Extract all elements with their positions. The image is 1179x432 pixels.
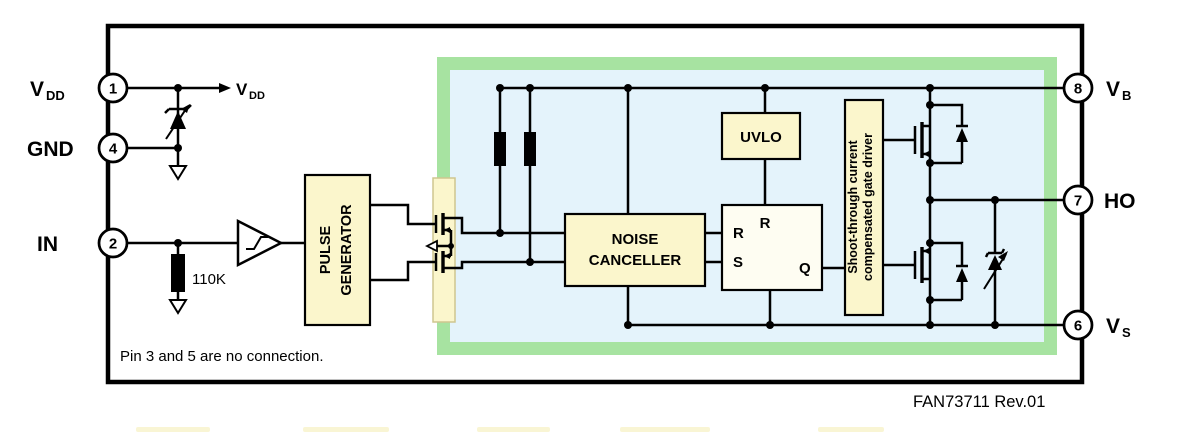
pin-label-vdd: V: [30, 78, 44, 101]
wire-nc-to-latch: [705, 231, 722, 264]
gate-driver-label-line1: Shoot-through current: [846, 140, 860, 274]
mosfet-arrow-icon: [444, 253, 450, 259]
mosfet-arrow-icon: [444, 227, 450, 233]
wire-body-diode-top: [930, 103, 964, 165]
junction-dot: [926, 296, 934, 304]
rs-latch-block: [720, 203, 824, 292]
junction-dot: [766, 321, 774, 329]
pin-label-gnd: GND: [27, 138, 74, 161]
symbols: [164, 83, 1008, 315]
junction-dot: [496, 84, 504, 92]
footer-text: FAN73711 Rev.01: [913, 393, 1045, 411]
junction-dot: [496, 229, 504, 237]
pin-number-7: 7: [1074, 193, 1082, 210]
highlight-artifact: [303, 427, 389, 432]
ground-icon: [168, 299, 188, 315]
uvlo-label: UVLO: [740, 129, 782, 146]
noise-canceller-block: [563, 212, 707, 288]
pin-label-vs: V: [1106, 315, 1120, 338]
junction-dot: [926, 101, 934, 109]
output-zener-icon: [983, 248, 1008, 290]
pin-circle-1: [97, 72, 129, 104]
pin-number-6: 6: [1074, 318, 1082, 335]
wire-body-diode-bottom: [930, 241, 964, 302]
highlight-artifact: [818, 427, 884, 432]
wire-level-shift-signals: [443, 216, 565, 270]
pin-label-vb: V: [1106, 78, 1120, 101]
com-arrow-icon: [424, 239, 438, 253]
highlight-artifact: [477, 427, 550, 432]
pulse-generator-block: [303, 173, 372, 327]
vdd-internal-label-sub: DD: [249, 90, 265, 102]
latch-reset-r-label: R: [760, 215, 771, 232]
pulse-generator-label-line1: PULSE: [318, 226, 334, 275]
junction-dot: [448, 243, 454, 249]
schmitt-trigger-icon: [236, 218, 284, 268]
resistor-icon: [171, 254, 185, 292]
junction-dot: [926, 321, 934, 329]
pin-label-in: IN: [37, 233, 58, 256]
vdd-arrow-icon: [219, 83, 231, 93]
junction-dot: [624, 84, 632, 92]
pin-circle-4: [97, 132, 129, 164]
junction-dot: [174, 144, 182, 152]
pin-label-ho: HO: [1104, 190, 1136, 213]
pin-number-2: 2: [109, 236, 117, 253]
mosfet-arrow-icon: [923, 151, 929, 157]
pin-number-1: 1: [109, 81, 117, 98]
vdd-internal-label: V: [236, 80, 248, 99]
clamp-zener-icon: [164, 104, 192, 140]
pin-circle-7: [1062, 184, 1094, 216]
pin-circle-6: [1062, 309, 1094, 341]
ground-icon: [168, 165, 188, 181]
gate-driver-block: [843, 98, 885, 317]
junction-dot: [926, 239, 934, 247]
junction-dot: [926, 196, 934, 204]
wire-resistor-branches: [498, 88, 532, 262]
mosfet-arrow-icon: [923, 248, 929, 254]
pin-number-8: 8: [1074, 81, 1082, 98]
resistor-icon: [524, 132, 536, 166]
latch-input-r-label: R: [733, 225, 744, 242]
pin-circle-8: [1062, 72, 1094, 104]
noise-canceller-label-line2: CANCELLER: [589, 252, 682, 269]
body-diode-icon: [956, 124, 968, 142]
body-diode-icon: [956, 264, 968, 282]
pin-label-vs-sub: S: [1122, 325, 1131, 340]
noise-canceller-label-line1: NOISE: [612, 231, 659, 248]
pin-circle-2: [97, 227, 129, 259]
function-blocks: PULSE GENERATOR UVLO NOISE CANCELLER R S…: [303, 98, 885, 327]
junction-dots: [174, 84, 999, 329]
pulse-generator-label-line2: GENERATOR: [339, 204, 355, 296]
pins: 1 4 2 8 7 6 V DD GND IN V B HO V S: [27, 72, 1136, 341]
junction-dot: [624, 321, 632, 329]
latch-output-q-label: Q: [799, 260, 811, 277]
wire-pulsegen-outputs: [370, 203, 436, 282]
uvlo-block: [720, 111, 802, 161]
pin-number-4: 4: [109, 141, 118, 158]
pin-label-vb-sub: B: [1122, 88, 1131, 103]
latch-input-s-label: S: [733, 254, 743, 271]
wire-driver-gates: [883, 138, 915, 267]
junction-dot: [526, 258, 534, 266]
highlight-artifacts: [136, 427, 884, 432]
junction-dot: [174, 84, 182, 92]
resistor-value-label: 110K: [192, 271, 226, 288]
junction-dot: [526, 84, 534, 92]
junction-dot: [174, 239, 182, 247]
highlight-artifact: [136, 427, 210, 432]
pin-label-vdd-sub: DD: [46, 88, 65, 103]
junction-dot: [926, 159, 934, 167]
resistor-icon: [494, 132, 506, 166]
junction-dot: [761, 84, 769, 92]
note-text: Pin 3 and 5 are no connection.: [120, 348, 323, 365]
junction-dot: [991, 321, 999, 329]
junction-dot: [926, 84, 934, 92]
highlight-artifact: [620, 427, 710, 432]
junction-dot: [991, 196, 999, 204]
annotations: V DD 110K Pin 3 and 5 are no connection.…: [120, 80, 1045, 411]
gate-driver-label-line2: compensated gate driver: [861, 133, 875, 281]
